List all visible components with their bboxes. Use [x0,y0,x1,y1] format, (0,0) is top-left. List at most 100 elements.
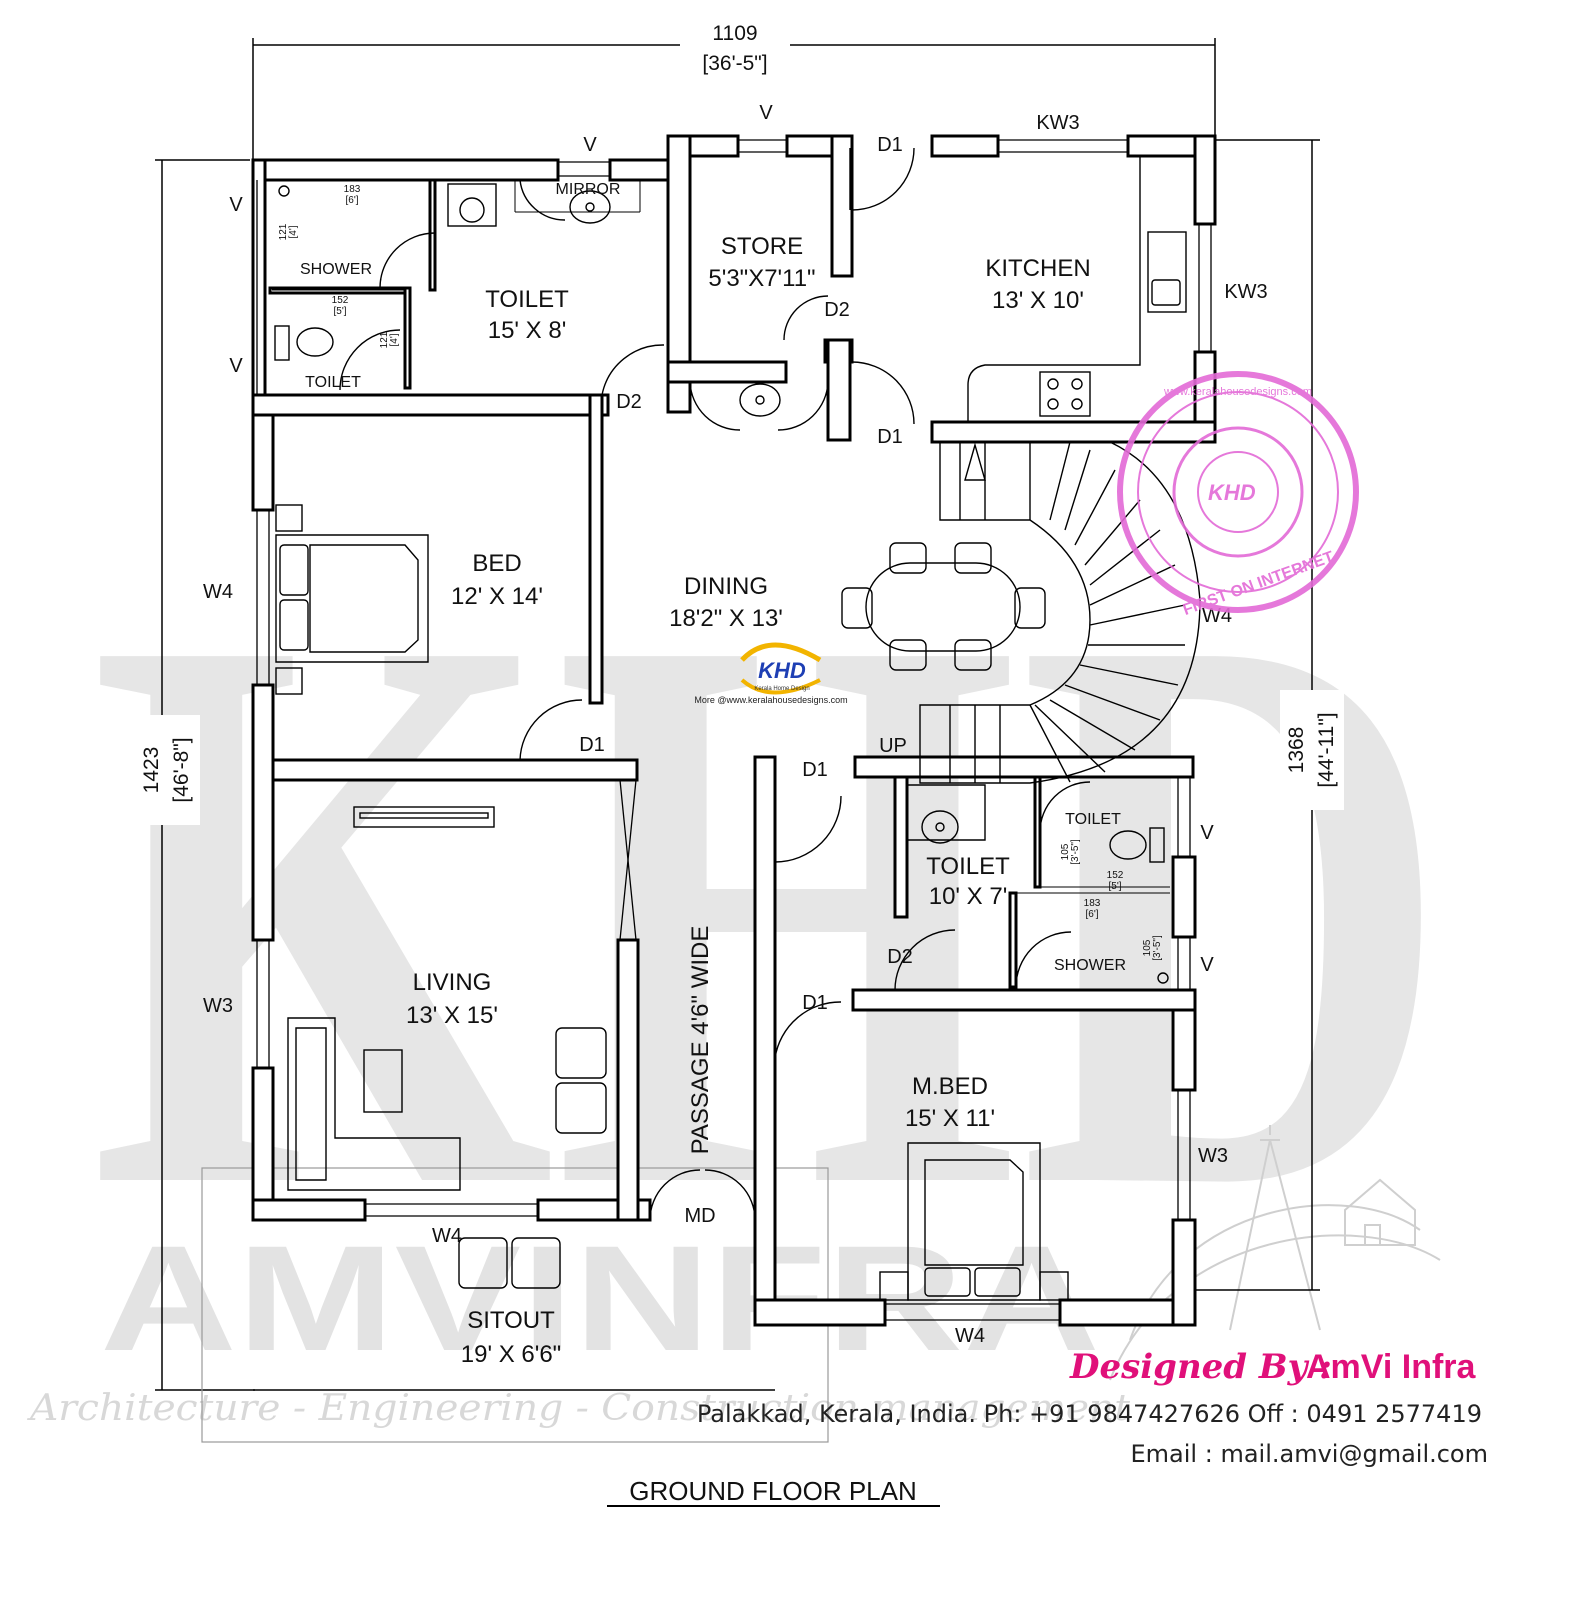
dining-table [841,542,1046,671]
md-label: MD [684,1205,715,1227]
khd-logo-text: KHD [758,658,806,683]
d1-label: D1 [579,734,605,756]
watermark-tagline: Architecture - Engineering - Constructio… [27,1388,1131,1429]
dim-121-imperial: [4'] [389,333,400,346]
right-dimension: 1368 [44'-11"] [1195,139,1344,1291]
windows [256,139,1212,1321]
right-dim-imperial: [44'-11"] [1315,712,1338,787]
v-label: V [759,102,773,124]
company-name: AmVi Infra [1306,1348,1477,1386]
toilet-top-name: TOILET [485,286,569,313]
w4-label: W4 [432,1225,462,1247]
bed-furniture [275,504,1069,1301]
khd-logo-url: More @www.keralahousedesigns.com [694,695,847,705]
toilet-small-mid-label: TOILET [1065,811,1121,828]
stamp-logo-text: KHD [1208,480,1256,505]
passage-label: PASSAGE 4'6" WIDE [687,926,714,1155]
dim-105-imperial: [3'-5"] [1152,935,1163,961]
toilet-partitions [272,180,1170,894]
store-size: 5'3"X7'11" [708,265,815,292]
walls [251,134,1217,1327]
shower-mid-label: SHOWER [1054,957,1126,974]
plan-title: GROUND FLOOR PLAN [607,1476,940,1507]
top-dimension: 1109 [36'-5"] [252,20,1216,160]
opening-labels: V V V V V V KW3 KW3 D1 D1 D1 D1 D1 D2 D2… [203,102,1268,1347]
d1-label: D1 [877,426,903,448]
toilet-fixtures [274,183,1169,984]
dim-105-imperial: [3'-5"] [1070,839,1081,865]
designed-by-label: Designed By : [1069,1347,1332,1387]
address-line: Palakkad, Kerala, India. Ph: +91 9847427… [697,1400,1482,1428]
kitchen-counter [967,156,1187,422]
kw3-label: KW3 [1036,112,1079,134]
top-dim-imperial: [36'-5"] [702,52,767,75]
dim-183: 183 [344,184,361,195]
d2-label: D2 [616,391,642,413]
amvi-watermark: AMVINFRA Architecture - Engineering - Co… [27,1214,1131,1429]
toilet-top-size: 15' X 8' [488,317,567,344]
w3-label: W3 [1198,1145,1228,1167]
bed-name: BED [472,550,521,577]
v-label: V [1200,954,1214,976]
toilet-mid-size: 10' X 7' [929,883,1008,910]
kitchen-size: 13' X 10' [992,287,1084,314]
dim-183: 183 [1084,898,1101,909]
room-labels: STORE 5'3"X7'11" KITCHEN 13' X 10' TOILE… [300,181,1126,1368]
dim-105: 105 [1142,939,1153,956]
small-dimensions: 183 [6'] 152 [5'] 121 [4'] 121 [4'] 152 … [278,184,1163,961]
dim-183-imperial: [6'] [1085,909,1098,920]
email-line: Email : mail.amvi@gmail.com [1131,1440,1488,1468]
living-size: 13' X 15' [406,1002,498,1029]
mbed-size: 15' X 11' [905,1105,995,1132]
dim-152-imperial: [5'] [1108,881,1121,892]
sitout-name: SITOUT [467,1307,555,1334]
khd-logo: KHD Kerala Home Design More @www.keralah… [694,642,848,705]
dim-121: 121 [278,223,289,240]
dim-183-imperial: [6'] [345,195,358,206]
d1-label: D1 [802,992,828,1014]
dim-152: 152 [332,295,349,306]
house-compass-sketch [1109,1125,1441,1381]
watermark-company-text: AMVINFRA [100,1214,1100,1382]
v-label: V [229,194,243,216]
v-label: V [583,134,597,156]
dim-121-imperial: [4'] [288,225,299,238]
mirror-label: MIRROR [556,181,621,198]
dining-size: 18'2" X 13' [669,605,783,632]
living-furniture [287,806,607,1289]
top-dim-value: 1109 [712,22,757,45]
toilet-mid-name: TOILET [926,853,1010,880]
stamp-url: www.keralahousedesigns.com [1163,386,1312,398]
store-name: STORE [721,233,803,260]
sitout-size: 19' X 6'6" [461,1341,561,1368]
d1-label: D1 [877,134,903,156]
kitchen-name: KITCHEN [985,255,1090,282]
left-dim-value: 1423 [140,747,163,794]
d2-label: D2 [824,299,850,321]
plan-title-text: GROUND FLOOR PLAN [629,1476,917,1506]
d2-label: D2 [887,946,913,968]
v-label: V [1200,822,1214,844]
d1-label: D1 [802,759,828,781]
bed-size: 12' X 14' [451,583,543,610]
left-dim-imperial: [46'-8"] [170,737,193,802]
dim-105: 105 [1060,843,1071,860]
staircase [919,441,1201,784]
dim-152: 152 [1107,870,1124,881]
living-name: LIVING [413,969,492,996]
dim-121: 121 [379,331,390,348]
v-label: V [229,355,243,377]
shower-top-label: SHOWER [300,261,372,278]
credits: Designed By : AmVi Infra Palakkad, Keral… [697,1347,1488,1468]
w4-label: W4 [955,1325,985,1347]
left-dimension: 1423 [46'-8"] [130,159,255,1391]
kw3-label: KW3 [1224,281,1267,303]
door-swings [339,147,1091,1221]
mbed-name: M.BED [912,1073,988,1100]
w4-label: W4 [203,581,233,603]
khd-logo-sub: Kerala Home Design [754,686,809,692]
right-dim-value: 1368 [1285,727,1308,774]
toilet-small-top-label: TOILET [305,374,361,391]
dim-152-imperial: [5'] [333,306,346,317]
